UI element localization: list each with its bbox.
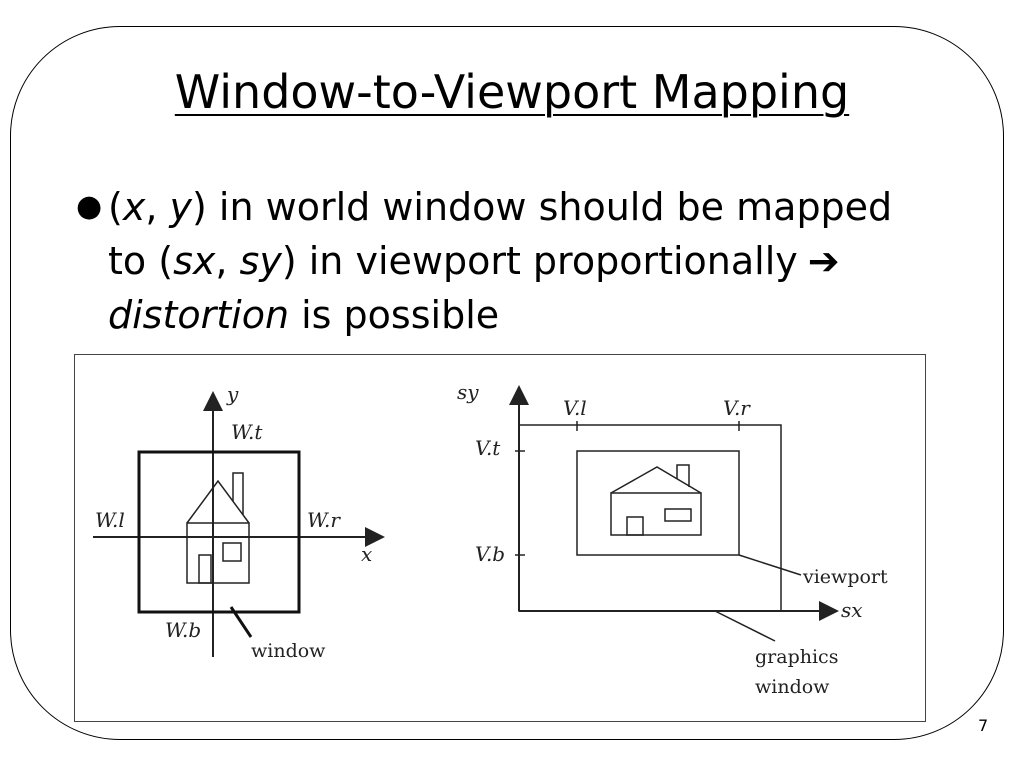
line-1-rest: ) in world window should be mapped [192,185,893,229]
right-arrow-icon: ➔ [807,239,840,283]
bullet-marker: ● [76,189,103,224]
world-window-rect [137,450,301,614]
window-pointer [229,606,253,638]
comma: , [145,185,170,229]
label-v-t: V.t [475,436,501,460]
graphics-window-rect [518,424,782,612]
label-w-b: W.b [165,618,201,642]
line-2-start: to ( [108,239,174,283]
bullet-line-1: (x, y) in world window should be mapped [108,180,968,234]
label-sy: sy [457,380,479,404]
house-shape [186,472,250,584]
bullet-line-2: to (sx, sy) in viewport proportionally➔ [108,234,968,288]
label-v-l: V.l [563,396,587,420]
house-shape-mapped [610,464,702,536]
label-w-l: W.l [95,508,125,532]
label-sx: sx [841,598,863,622]
graphics-window-pointer [714,610,776,642]
viewport-caption: viewport [802,566,888,588]
slide-frame [10,26,1004,740]
window-caption: window [251,640,326,662]
line-3-rest: is possible [289,293,500,337]
var-sy: sy [239,239,282,283]
viewport-diagram: sy V.l V.r V.t V.b sx viewport graphics … [457,380,888,698]
page-number: 7 [978,716,989,735]
comma: , [215,239,240,283]
var-y: y [169,185,193,229]
bullet-line-3: distortion is possible [108,288,968,342]
label-w-t: W.t [231,420,263,444]
viewport-pointer [738,554,802,576]
line-2-rest: ) in viewport proportionally [281,239,798,283]
label-v-r: V.r [723,396,751,420]
var-x: x [122,185,146,229]
mapping-figure: y W.t W.l W.r x W.b window [74,354,926,722]
label-x: x [361,542,372,566]
slide-title: Window-to-Viewport Mapping [174,65,850,119]
distortion-word: distortion [108,293,290,337]
graphics-window-caption-line-1: graphics [755,646,838,668]
label-v-b: V.b [475,542,505,566]
label-w-r: W.r [307,508,341,532]
paren-open: ( [108,185,123,229]
var-sx: sx [173,239,216,283]
mapping-diagram: y W.t W.l W.r x W.b window [93,380,888,698]
graphics-window-caption-line-2: window [755,676,830,698]
bullet-text: (x, y) in world window should be mapped … [108,180,968,342]
world-window-diagram: y W.t W.l W.r x W.b window [93,382,385,662]
viewport-rect [576,450,740,556]
label-y: y [226,382,239,406]
